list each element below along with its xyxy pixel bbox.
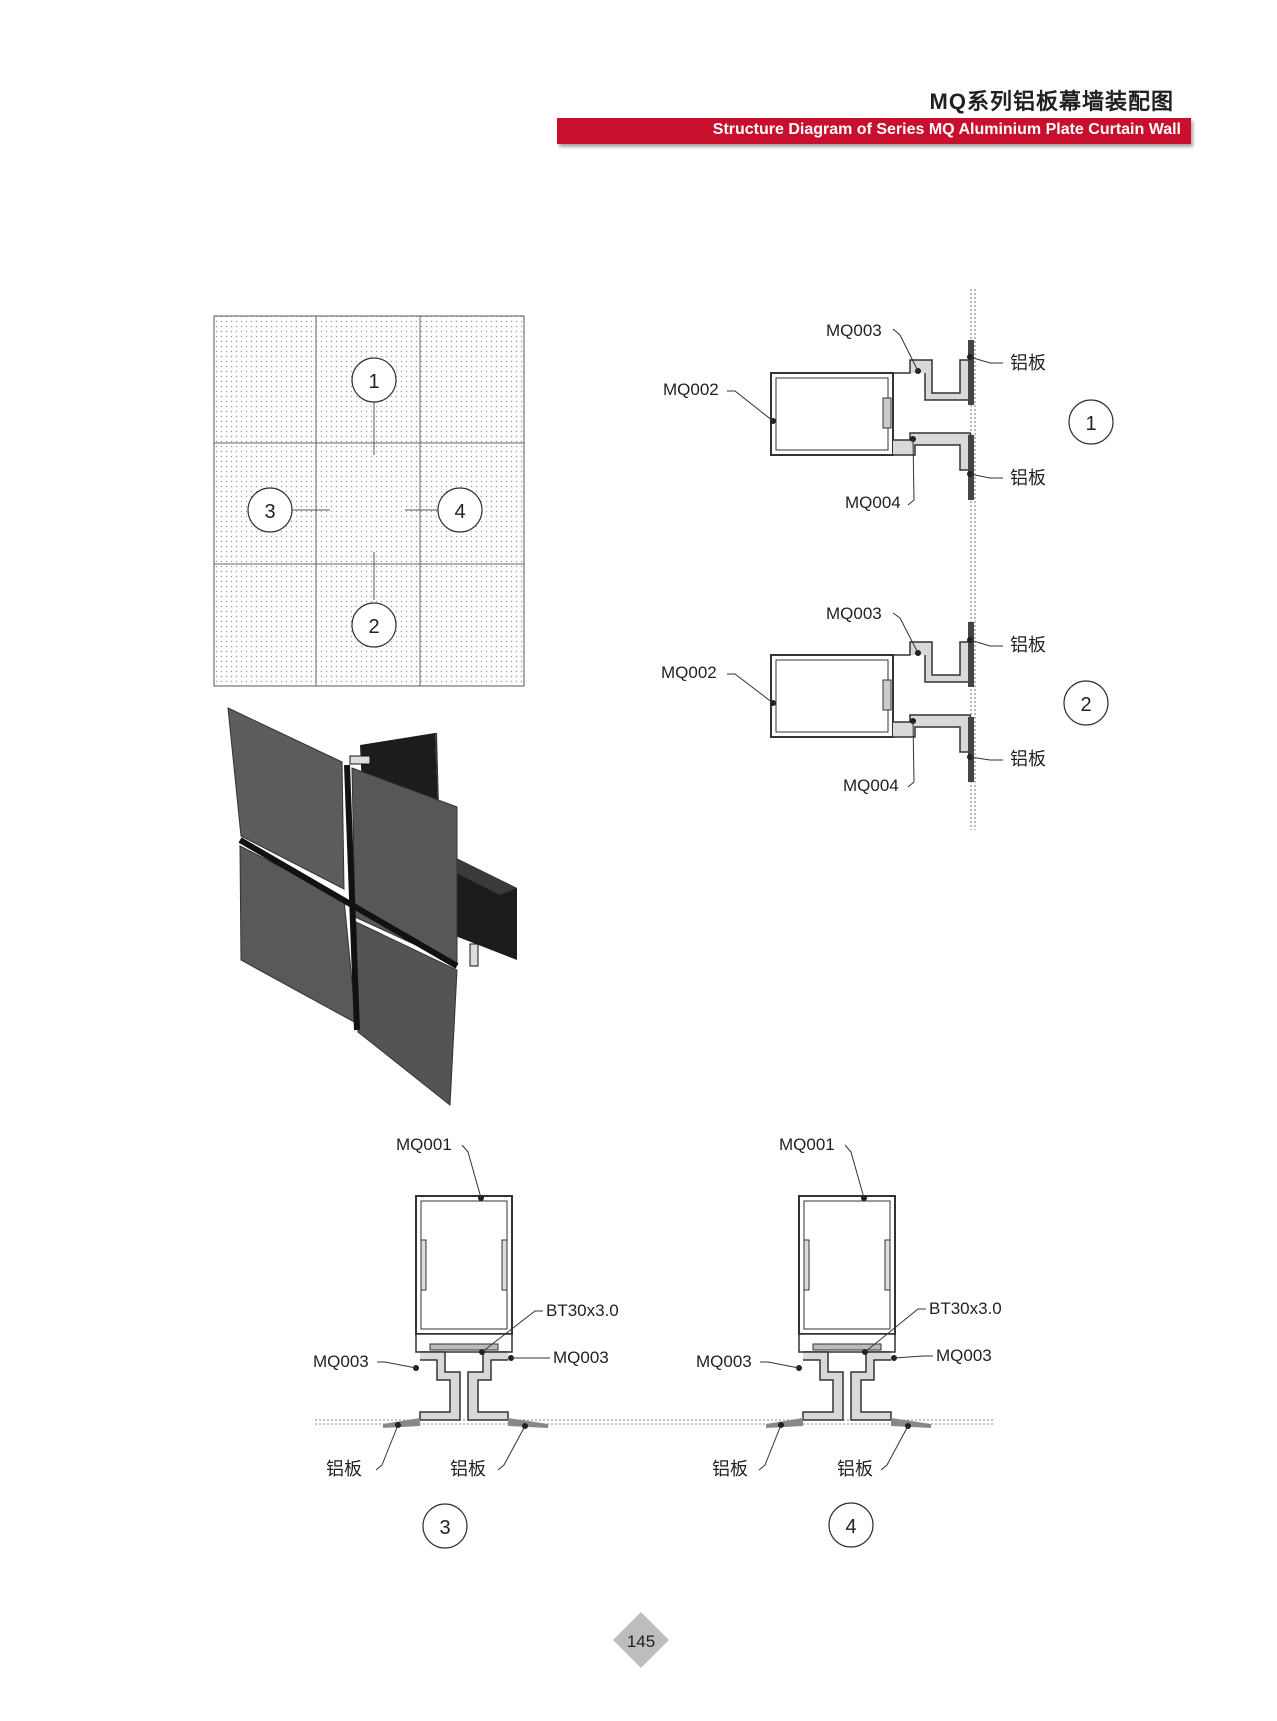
- detail-3-label-mq003-left: MQ003: [313, 1352, 369, 1371]
- page-title-cn: MQ系列铝板幕墙装配图: [929, 89, 1174, 114]
- svg-text:2: 2: [1080, 694, 1091, 716]
- svg-text:2: 2: [368, 616, 379, 638]
- detail-4-marker: 4: [828, 1502, 874, 1548]
- elevation-marker-1: 1: [351, 357, 397, 403]
- detail-4-label-mq003-right: MQ003: [936, 1346, 992, 1365]
- svg-text:4: 4: [845, 1516, 856, 1538]
- detail-4-label-bolt: BT30x3.0: [929, 1299, 1002, 1318]
- detail-2-marker: 2: [1063, 680, 1109, 726]
- elevation-view: 1 2 3 4: [213, 315, 525, 687]
- detail-4-label-mq003-left: MQ003: [696, 1352, 752, 1371]
- detail-3-label-panel-right: 铝板: [450, 1459, 486, 1479]
- detail-1-label-mq004: MQ004: [845, 493, 901, 512]
- detail-3-label-mq001: MQ001: [396, 1135, 452, 1154]
- detail-3-label-panel-left: 铝板: [326, 1459, 362, 1479]
- detail-2-label-mq004: MQ004: [843, 776, 899, 795]
- svg-text:145: 145: [627, 1632, 655, 1651]
- detail-2-label-panel-bottom: 铝板: [1010, 749, 1046, 769]
- isometric-view: [227, 707, 517, 1106]
- detail-3-marker: 3: [422, 1503, 468, 1549]
- elevation-marker-4: 4: [437, 487, 483, 533]
- detail-3-section: MQ001 BT30x3.0 MQ003 MQ003 铝板 铝板 3: [313, 1135, 619, 1549]
- detail-4-section: MQ001 BT30x3.0 MQ003 MQ003 铝板 铝板 4: [696, 1135, 1002, 1548]
- title-banner: Structure Diagram of Series MQ Aluminium…: [557, 118, 1191, 144]
- detail-3-label-mq003-right: MQ003: [553, 1348, 609, 1367]
- detail-4-label-panel-left: 铝板: [712, 1459, 748, 1479]
- page-number: 145: [613, 1612, 669, 1668]
- detail-2-label-mq002: MQ002: [661, 663, 717, 682]
- svg-text:1: 1: [1085, 413, 1096, 435]
- detail-4-label-panel-right: 铝板: [837, 1459, 873, 1479]
- elevation-marker-3: 3: [247, 487, 293, 533]
- detail-4-label-mq001: MQ001: [779, 1135, 835, 1154]
- svg-text:3: 3: [264, 501, 275, 523]
- detail-1-marker: 1: [1068, 399, 1114, 445]
- svg-text:4: 4: [454, 501, 465, 523]
- elevation-marker-2: 2: [351, 602, 397, 648]
- detail-1-section: MQ003 MQ002 MQ004 铝板 铝板 1: [663, 289, 1114, 830]
- svg-text:1: 1: [368, 371, 379, 393]
- detail-1-label-panel-bottom: 铝板: [1010, 468, 1046, 488]
- detail-2-section: MQ003 MQ002 MQ004 铝板 铝板 2: [661, 604, 1109, 795]
- page-title-en: Structure Diagram of Series MQ Aluminium…: [712, 121, 1181, 138]
- detail-1-label-mq002: MQ002: [663, 380, 719, 399]
- svg-text:3: 3: [439, 1517, 450, 1539]
- detail-3-label-bolt: BT30x3.0: [546, 1301, 619, 1320]
- detail-2-label-panel-top: 铝板: [1010, 635, 1046, 655]
- detail-2-label-mq003: MQ003: [826, 604, 882, 623]
- detail-1-label-mq003: MQ003: [826, 321, 882, 340]
- detail-1-label-panel-top: 铝板: [1010, 353, 1046, 373]
